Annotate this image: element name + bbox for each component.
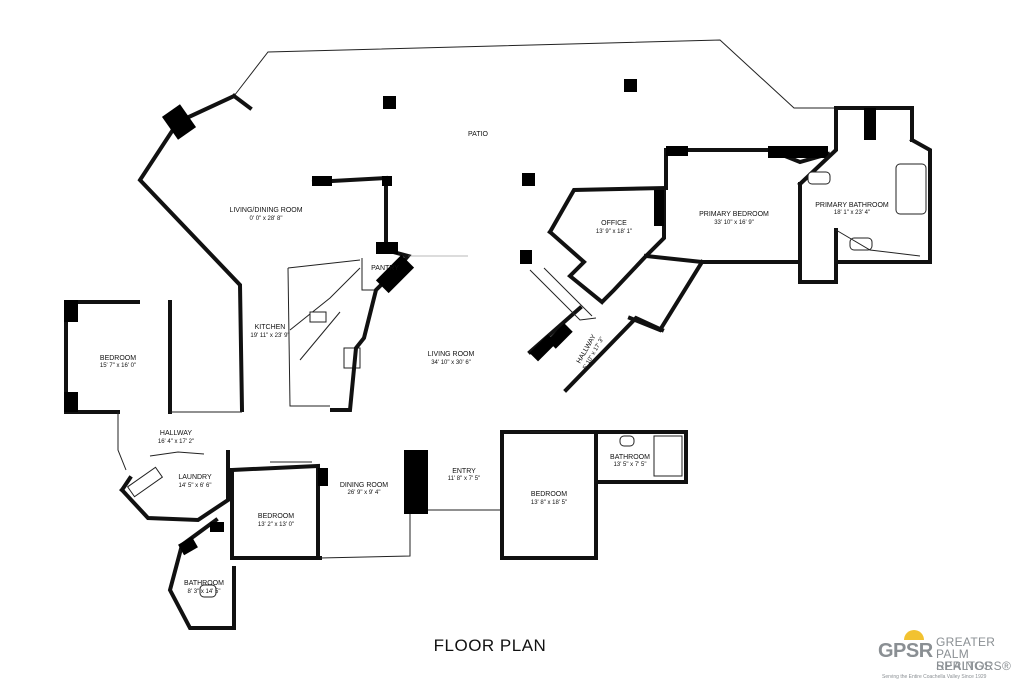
patio-outline — [233, 39, 834, 109]
sun-icon — [904, 630, 924, 640]
logo-tagline: Serving the Entire Coachella Valley Sinc… — [882, 674, 987, 680]
room-label: PANTRY — [371, 265, 399, 272]
room-dimensions: 13' 2" x 13' 0" — [258, 522, 294, 528]
logo-line-3: REALTORS® — [936, 659, 1012, 673]
room-label: LIVING ROOM — [428, 351, 475, 358]
room-label: LAUNDRY — [178, 474, 212, 481]
room-dimensions: 16' 4" x 17' 2" — [158, 439, 194, 445]
room-dimensions: 18' 1" x 23' 4" — [834, 210, 870, 216]
room-dimensions: 33' 10" x 16' 9" — [714, 220, 754, 226]
floor-plan-drawing: PATIO LIVING/DINING ROOM 0' 0" x 28' 8" … — [64, 39, 932, 630]
room-dimensions: 11' 8" x 7' 5" — [448, 476, 480, 482]
room-label: DINING ROOM — [340, 482, 388, 489]
room-dimensions: 34' 10" x 30' 6" — [431, 360, 471, 366]
room-label: BATHROOM — [184, 580, 224, 587]
room-label: KITCHEN — [255, 324, 286, 331]
patio-column — [522, 173, 535, 186]
room-dimensions: 15' 7" x 16' 0" — [100, 363, 136, 369]
room-label: PATIO — [468, 131, 489, 138]
room-label: ENTRY — [452, 468, 476, 475]
room-dimensions: 26' 9" x 9' 4" — [348, 490, 381, 496]
patio-column — [383, 96, 396, 109]
room-dimensions: 13' 8" x 18' 5" — [531, 500, 567, 506]
room-label: OFFICE — [601, 220, 627, 227]
room-label: PRIMARY BEDROOM — [699, 211, 769, 218]
room-label: PRIMARY BATHROOM — [815, 202, 889, 209]
room-label: BEDROOM — [531, 491, 567, 498]
room-dimensions: 13' 9" x 18' 1" — [596, 229, 632, 235]
patio-column — [624, 79, 637, 92]
room-dimensions: 19' 11" x 23' 9" — [250, 333, 289, 339]
exterior-walls — [64, 93, 932, 630]
logo-line-2: PALM SPRINGS — [936, 647, 993, 673]
room-dimensions: 8' 3" x 14' 5" — [188, 589, 221, 595]
room-label: BEDROOM — [100, 355, 136, 362]
room-label: LIVING/DINING ROOM — [229, 207, 302, 214]
floor-plan-title: FLOOR PLAN — [433, 636, 547, 655]
room-dimensions: 0' 0" x 28' 8" — [250, 216, 283, 222]
room-dimensions: 13' 5" x 7' 5" — [614, 462, 647, 468]
logo-line-1: GREATER — [936, 635, 996, 649]
room-label: BATHROOM — [610, 454, 650, 461]
room-dimensions: 14' 5" x 6' 6" — [179, 483, 212, 489]
room-label: BEDROOM — [258, 513, 294, 520]
logo-letters: GPSR — [878, 640, 933, 662]
brokerage-logo: GPSR GREATER PALM SPRINGS REALTORS® Serv… — [874, 626, 1024, 684]
room-label: HALLWAY — [160, 430, 192, 437]
